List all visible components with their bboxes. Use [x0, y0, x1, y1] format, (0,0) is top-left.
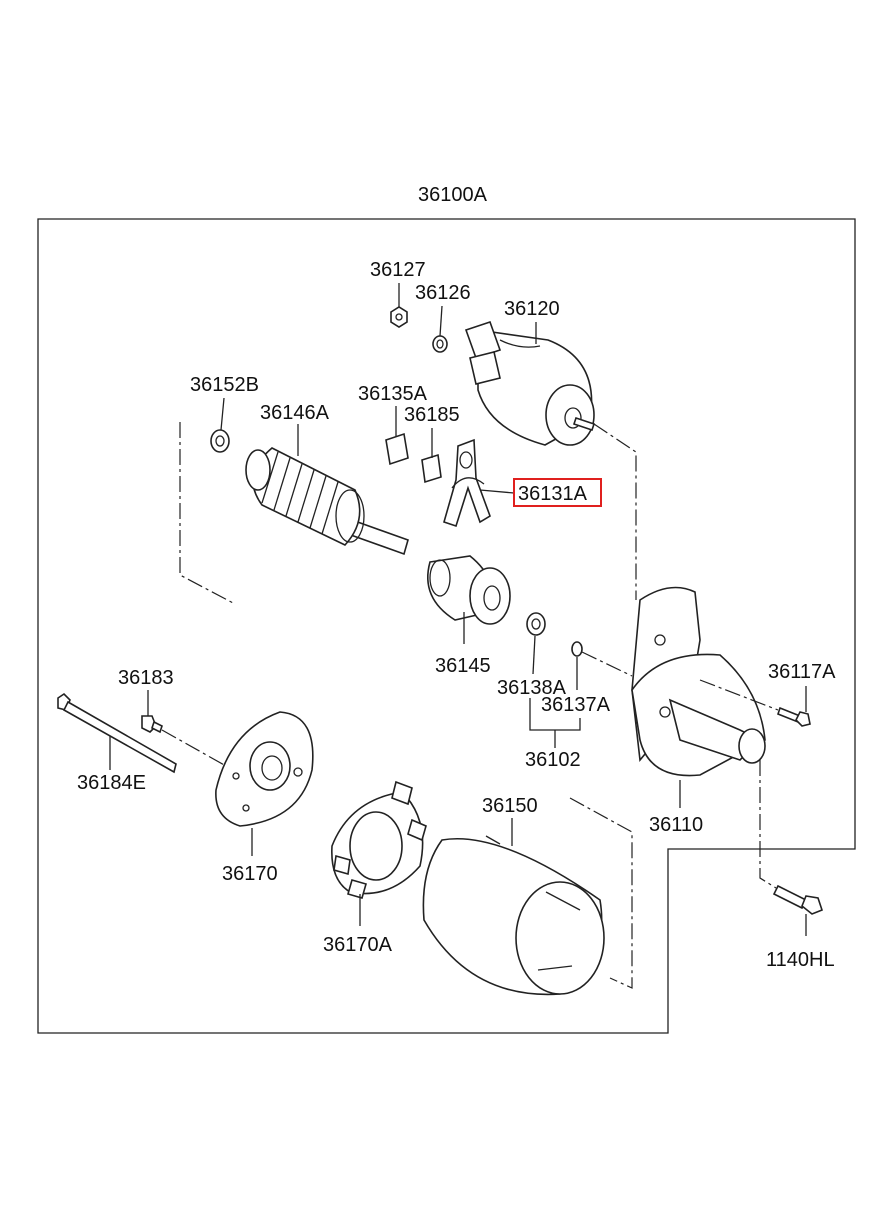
label-36152b[interactable]: 36152B: [190, 374, 259, 396]
rear-bracket[interactable]: [215, 711, 314, 827]
label-36184e[interactable]: 36184E: [77, 772, 146, 794]
armature[interactable]: [245, 447, 409, 556]
label-36110[interactable]: 36110: [649, 814, 703, 836]
label-36137a[interactable]: 36137A: [541, 694, 611, 716]
label-36170a[interactable]: 36170A: [323, 934, 393, 956]
front-housing[interactable]: [631, 586, 766, 777]
label-36146a[interactable]: 36146A: [260, 402, 330, 424]
label-36185[interactable]: 36185: [404, 404, 460, 426]
label-36126[interactable]: 36126: [415, 282, 471, 304]
plate-36185[interactable]: [421, 453, 442, 484]
leader-36152b: [220, 397, 225, 431]
through-bolt[interactable]: [57, 692, 177, 774]
leader-36131a: [479, 489, 515, 494]
ring-36137a[interactable]: [571, 641, 583, 657]
leader-36138a: [532, 635, 536, 675]
nut-36127[interactable]: [390, 306, 408, 328]
bolt-36117a[interactable]: [777, 706, 811, 727]
screw-guide-line: [161, 729, 227, 767]
label-36117a[interactable]: 36117A: [768, 661, 836, 683]
label-36100a: 36100A: [418, 184, 488, 206]
label-1140hl[interactable]: 1140HL: [766, 949, 835, 971]
label-36127[interactable]: 36127: [370, 259, 426, 281]
label-36150[interactable]: 36150: [482, 795, 538, 817]
plate-36135a[interactable]: [385, 432, 409, 466]
armature-guide-line: [179, 422, 236, 605]
drive-lever[interactable]: [443, 438, 491, 528]
label-36183[interactable]: 36183: [118, 667, 174, 689]
label-36145[interactable]: 36145: [435, 655, 491, 677]
yoke-guide-line: [569, 797, 633, 989]
label-36131a[interactable]: 36131A: [518, 483, 588, 505]
bolt-guide-line-lower: [759, 760, 777, 889]
washer-36138a[interactable]: [526, 612, 546, 636]
housing-guide-line: [593, 423, 637, 600]
solenoid-switch[interactable]: [464, 320, 596, 446]
bolt-guide-line-upper: [699, 679, 779, 711]
assembly-frame: [37, 218, 856, 1034]
yoke-assembly[interactable]: [422, 835, 605, 996]
leader-36126: [439, 305, 443, 337]
highlight-box-36131a: [513, 478, 602, 507]
bolt-1140hl[interactable]: [772, 884, 823, 915]
label-36135a[interactable]: 36135A: [358, 383, 428, 405]
label-36170[interactable]: 36170: [222, 863, 278, 885]
ring-guide-line: [581, 651, 633, 677]
washer-36152b[interactable]: [210, 429, 230, 453]
brush-holder[interactable]: [331, 780, 427, 899]
screw-36183[interactable]: [141, 715, 163, 734]
label-36138a[interactable]: 36138A: [497, 677, 567, 699]
washer-36126[interactable]: [432, 335, 448, 353]
label-36102[interactable]: 36102: [525, 749, 581, 771]
pinion-drive[interactable]: [426, 555, 511, 625]
label-36120[interactable]: 36120: [504, 298, 560, 320]
